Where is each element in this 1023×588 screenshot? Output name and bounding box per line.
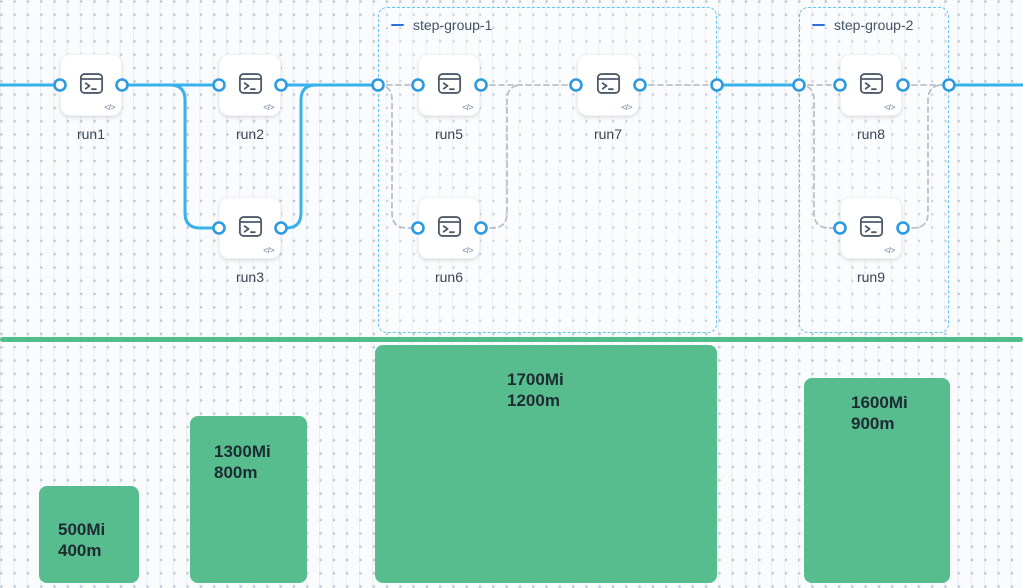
node-label: run1	[76, 126, 106, 142]
node-label: run6	[434, 269, 464, 285]
node-label: run9	[856, 269, 886, 285]
code-icon: </>	[462, 245, 473, 255]
resource-label: 1600Mi 900m	[851, 392, 908, 434]
connection-port[interactable]	[942, 78, 956, 92]
node-card[interactable]: </>	[219, 197, 281, 259]
group-label: step-group-1	[413, 17, 493, 33]
node-card[interactable]: </>	[219, 54, 281, 116]
code-icon: </>	[462, 102, 473, 112]
terminal-icon	[437, 72, 461, 94]
node-card[interactable]: </>	[577, 54, 639, 116]
step-node-run6[interactable]: </> run6	[418, 197, 480, 285]
code-icon: </>	[884, 102, 895, 112]
connection-port[interactable]	[274, 221, 288, 235]
connection-port[interactable]	[53, 78, 67, 92]
resource-bar: 500Mi 400m	[39, 486, 139, 583]
connection-port[interactable]	[833, 78, 847, 92]
resource-label: 500Mi 400m	[58, 519, 105, 561]
connection-port[interactable]	[710, 78, 724, 92]
node-label: run8	[856, 126, 886, 142]
node-card[interactable]: </>	[60, 54, 122, 116]
memory-value: 1300Mi	[214, 442, 271, 461]
collapse-icon[interactable]	[812, 23, 825, 27]
node-label: run2	[235, 126, 265, 142]
group-header[interactable]: step-group-2	[812, 17, 913, 33]
terminal-icon	[596, 72, 620, 94]
code-icon: </>	[263, 245, 274, 255]
step-node-run7[interactable]: </> run7	[577, 54, 639, 142]
connection-port[interactable]	[474, 221, 488, 235]
connection-port[interactable]	[411, 221, 425, 235]
resource-label: 1700Mi 1200m	[507, 369, 564, 411]
node-label: run7	[593, 126, 623, 142]
resource-label: 1300Mi 800m	[214, 441, 271, 483]
cpu-value: 800m	[214, 463, 258, 482]
terminal-icon	[859, 215, 883, 237]
terminal-icon	[859, 72, 883, 94]
node-label: run3	[235, 269, 265, 285]
cpu-value: 1200m	[507, 391, 560, 410]
node-card[interactable]: </>	[840, 197, 902, 259]
step-node-run3[interactable]: </> run3	[219, 197, 281, 285]
connection-port[interactable]	[411, 78, 425, 92]
terminal-icon	[79, 72, 103, 94]
connection-port[interactable]	[474, 78, 488, 92]
workflow-edge	[279, 83, 380, 230]
cpu-value: 900m	[851, 414, 895, 433]
cpu-value: 400m	[58, 541, 102, 560]
connection-port[interactable]	[569, 78, 583, 92]
memory-value: 500Mi	[58, 520, 106, 539]
workflow-edge	[120, 83, 221, 230]
group-header[interactable]: step-group-1	[391, 17, 492, 33]
connection-port[interactable]	[792, 78, 806, 92]
node-label: run5	[434, 126, 464, 142]
code-icon: </>	[621, 102, 632, 112]
connection-port[interactable]	[371, 78, 385, 92]
code-icon: </>	[104, 102, 115, 112]
connection-port[interactable]	[896, 78, 910, 92]
memory-value: 1600Mi	[851, 393, 908, 412]
connection-port[interactable]	[212, 221, 226, 235]
terminal-icon	[238, 215, 262, 237]
resource-bar: 1600Mi 900m	[804, 378, 950, 583]
connection-port[interactable]	[212, 78, 226, 92]
connection-port[interactable]	[115, 78, 129, 92]
step-node-run8[interactable]: </> run8	[840, 54, 902, 142]
node-card[interactable]: </>	[418, 197, 480, 259]
step-node-run5[interactable]: </> run5	[418, 54, 480, 142]
connection-port[interactable]	[633, 78, 647, 92]
node-card[interactable]: </>	[840, 54, 902, 116]
connection-port[interactable]	[896, 221, 910, 235]
step-node-run1[interactable]: </> run1	[60, 54, 122, 142]
collapse-icon[interactable]	[391, 23, 404, 27]
memory-value: 1700Mi	[507, 370, 564, 389]
resource-bar: 1700Mi 1200m	[375, 345, 717, 583]
step-node-run2[interactable]: </> run2	[219, 54, 281, 142]
node-card[interactable]: </>	[418, 54, 480, 116]
connection-port[interactable]	[274, 78, 288, 92]
code-icon: </>	[884, 245, 895, 255]
group-label: step-group-2	[834, 17, 914, 33]
resource-bar: 1300Mi 800m	[190, 416, 307, 583]
step-node-run9[interactable]: </> run9	[840, 197, 902, 285]
terminal-icon	[437, 215, 461, 237]
code-icon: </>	[263, 102, 274, 112]
connection-port[interactable]	[833, 221, 847, 235]
resource-divider	[0, 337, 1023, 342]
terminal-icon	[238, 72, 262, 94]
